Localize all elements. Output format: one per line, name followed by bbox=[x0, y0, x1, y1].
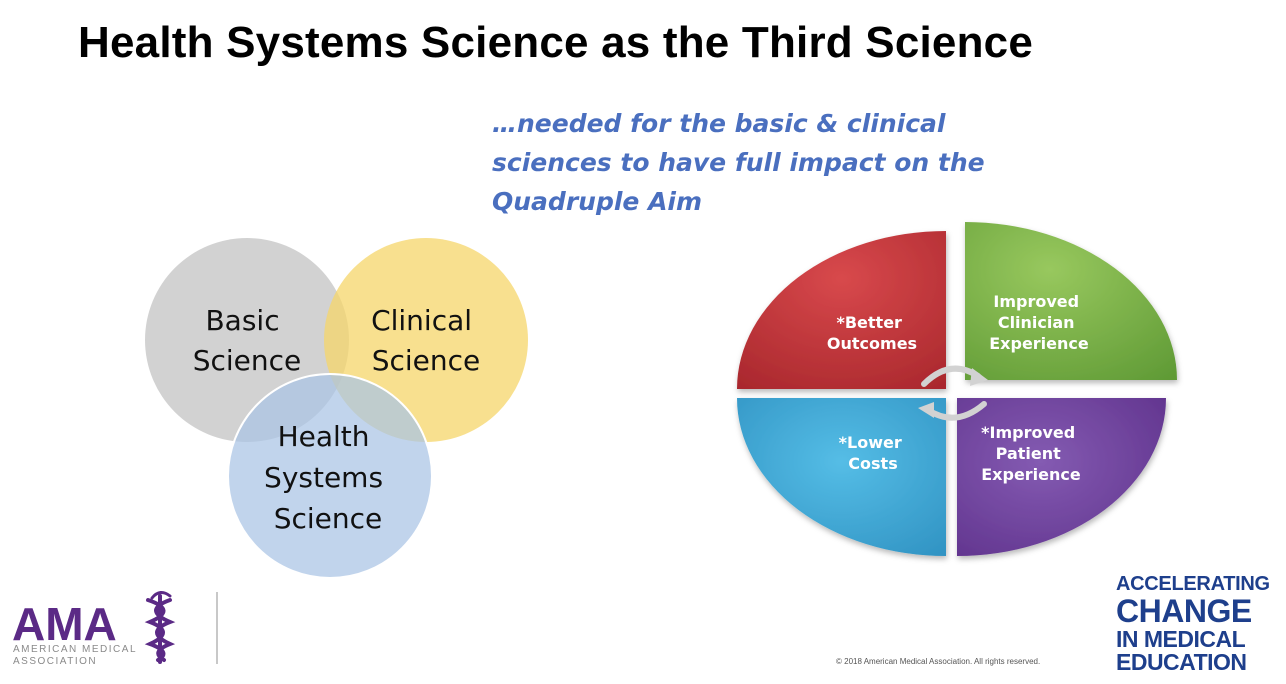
lower-costs-line-2: Costs bbox=[848, 454, 897, 473]
ama-logo-sub-line-1: AMERICAN MEDICAL bbox=[13, 644, 137, 655]
cycle-arrowheads-icon bbox=[918, 368, 988, 418]
quadrant-clinician-experience bbox=[965, 222, 1177, 380]
venn-health-line-1: Health bbox=[278, 420, 370, 453]
caduceus-icon bbox=[144, 591, 176, 664]
quadrant-better-outcomes bbox=[737, 231, 946, 389]
better-outcomes-line-1: *Better bbox=[836, 313, 902, 332]
venn-clinical-line-2: Science bbox=[372, 344, 481, 377]
clinician-experience-line-2: Clinician bbox=[998, 313, 1075, 332]
ace-logo-line-4: EDUCATION bbox=[1116, 649, 1247, 675]
ace-logo-line-1: ACCELERATING bbox=[1116, 573, 1270, 595]
patient-experience-line-3: Experience bbox=[981, 465, 1081, 484]
venn-health-line-2: Systems bbox=[264, 461, 383, 494]
ama-logo-sub-line-2: ASSOCIATION bbox=[13, 656, 97, 667]
venn-circle-health bbox=[227, 373, 433, 579]
venn-diagram: Basic Science Clinical Science Health Sy… bbox=[145, 238, 528, 579]
clinician-experience-line-1: Improved bbox=[993, 292, 1079, 311]
venn-label-health: Health Systems Science bbox=[264, 420, 392, 535]
label-lower-costs: *Lower Costs bbox=[839, 433, 908, 473]
label-better-outcomes: *Better Outcomes bbox=[827, 313, 917, 353]
venn-health-line-3: Science bbox=[274, 502, 383, 535]
patient-experience-line-1: *Improved bbox=[981, 423, 1075, 442]
clinician-experience-line-3: Experience bbox=[989, 334, 1089, 353]
ace-logo-line-2: CHANGE bbox=[1116, 593, 1252, 629]
subtitle-line-3: Quadruple Aim bbox=[492, 187, 703, 216]
venn-label-basic: Basic Science bbox=[193, 304, 302, 377]
ama-logo-word: AMA bbox=[12, 598, 117, 650]
label-clinician-experience: Improved Clinician Experience bbox=[989, 292, 1089, 353]
quadruple-aim-diagram: *Better Outcomes Improved Clinician Expe… bbox=[737, 222, 1177, 556]
slide-title: Health Systems Science as the Third Scie… bbox=[78, 18, 1034, 67]
ama-logo: AMA AMERICAN MEDICAL ASSOCIATION bbox=[12, 591, 176, 667]
label-patient-experience: *Improved Patient Experience bbox=[981, 423, 1081, 484]
venn-basic-line-1: Basic bbox=[205, 304, 279, 337]
subtitle-line-1: …needed for the basic & clinical bbox=[492, 109, 946, 138]
lower-costs-line-1: *Lower bbox=[839, 433, 902, 452]
subtitle-line-2: sciences to have full impact on the bbox=[492, 148, 985, 177]
better-outcomes-line-2: Outcomes bbox=[827, 334, 917, 353]
ace-logo-line-3: IN MEDICAL bbox=[1116, 626, 1246, 652]
patient-experience-line-2: Patient bbox=[996, 444, 1061, 463]
quadrant-lower-costs bbox=[737, 398, 946, 556]
copyright-text: © 2018 American Medical Association. All… bbox=[836, 657, 1041, 666]
slide-subtitle: …needed for the basic & clinical science… bbox=[492, 104, 1012, 221]
venn-clinical-line-1: Clinical bbox=[371, 304, 472, 337]
ace-logo: ACCELERATING CHANGE IN MEDICAL EDUCATION bbox=[1116, 573, 1270, 675]
venn-basic-line-2: Science bbox=[193, 344, 302, 377]
venn-label-clinical: Clinical Science bbox=[371, 304, 481, 377]
quadrant-patient-experience bbox=[957, 398, 1166, 556]
